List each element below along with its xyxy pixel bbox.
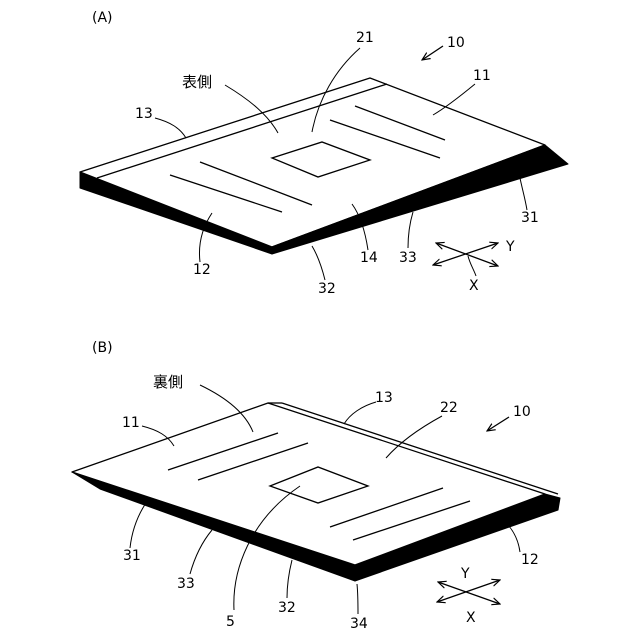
panel-b: (B) 裏側 13 22 10 11 12 31 33 xyxy=(72,340,560,632)
panel-a-axis-x-label: X xyxy=(469,278,479,294)
panel-a-side-label: 表側 xyxy=(182,73,212,91)
panel-b-ref-13: 13 xyxy=(375,390,393,406)
panel-a-leader-13 xyxy=(155,118,186,138)
panel-a-axis-indicator: Y X xyxy=(433,239,515,294)
panel-a-leader-31 xyxy=(520,178,527,210)
panel-b-leader-13 xyxy=(344,402,376,424)
panel-b-axis-indicator: Y X xyxy=(437,566,500,626)
panel-b-ref-10: 10 xyxy=(513,404,531,420)
panel-b-ref-34: 34 xyxy=(350,616,368,632)
panel-b-axis-x-arrow xyxy=(438,582,500,604)
panel-a-ref-31: 31 xyxy=(521,210,539,226)
panel-b-arrow-10 xyxy=(487,417,509,431)
panel-b-leader-34 xyxy=(357,584,358,614)
panel-a: (A) 10 21 表側 11 13 12 14 33 xyxy=(80,10,568,297)
panel-b-axis-y-arrow xyxy=(437,580,500,602)
panel-b-axis-y-label: Y xyxy=(460,566,470,582)
panel-a-axis-y-label: Y xyxy=(505,239,515,255)
panel-a-ref-32: 32 xyxy=(318,281,336,297)
panel-b-bottom-face xyxy=(72,403,545,565)
panel-a-ref-10: 10 xyxy=(447,35,465,51)
panel-b-ref-5: 5 xyxy=(226,614,235,630)
panel-b-ref-11: 11 xyxy=(122,415,140,431)
panel-a-leader-32 xyxy=(312,246,325,280)
panel-b-axis-x-label: X xyxy=(466,610,476,626)
panel-a-arrow-10 xyxy=(422,46,443,60)
panel-a-ref-33: 33 xyxy=(399,250,417,266)
panel-b-leader-32 xyxy=(287,560,292,598)
panel-b-leader-33 xyxy=(190,530,212,574)
panel-b-ref-33: 33 xyxy=(177,576,195,592)
panel-a-top-face xyxy=(80,78,545,247)
panel-a-axis-x-leader xyxy=(468,256,476,276)
panel-a-ref-21: 21 xyxy=(356,30,374,46)
panel-a-ref-11: 11 xyxy=(473,68,491,84)
panel-b-side-label: 裏側 xyxy=(153,373,183,391)
panel-a-label: (A) xyxy=(92,10,113,26)
panel-b-ref-31: 31 xyxy=(123,548,141,564)
panel-b-label: (B) xyxy=(92,340,113,356)
panel-b-ref-32: 32 xyxy=(278,600,296,616)
panel-a-ref-14: 14 xyxy=(360,250,378,266)
panel-a-ref-13: 13 xyxy=(135,106,153,122)
panel-a-leader-33 xyxy=(408,212,413,248)
panel-b-leader-31 xyxy=(130,500,148,548)
panel-b-ref-12: 12 xyxy=(521,552,539,568)
panel-a-ref-12: 12 xyxy=(193,262,211,278)
panel-b-ref-22: 22 xyxy=(440,400,458,416)
